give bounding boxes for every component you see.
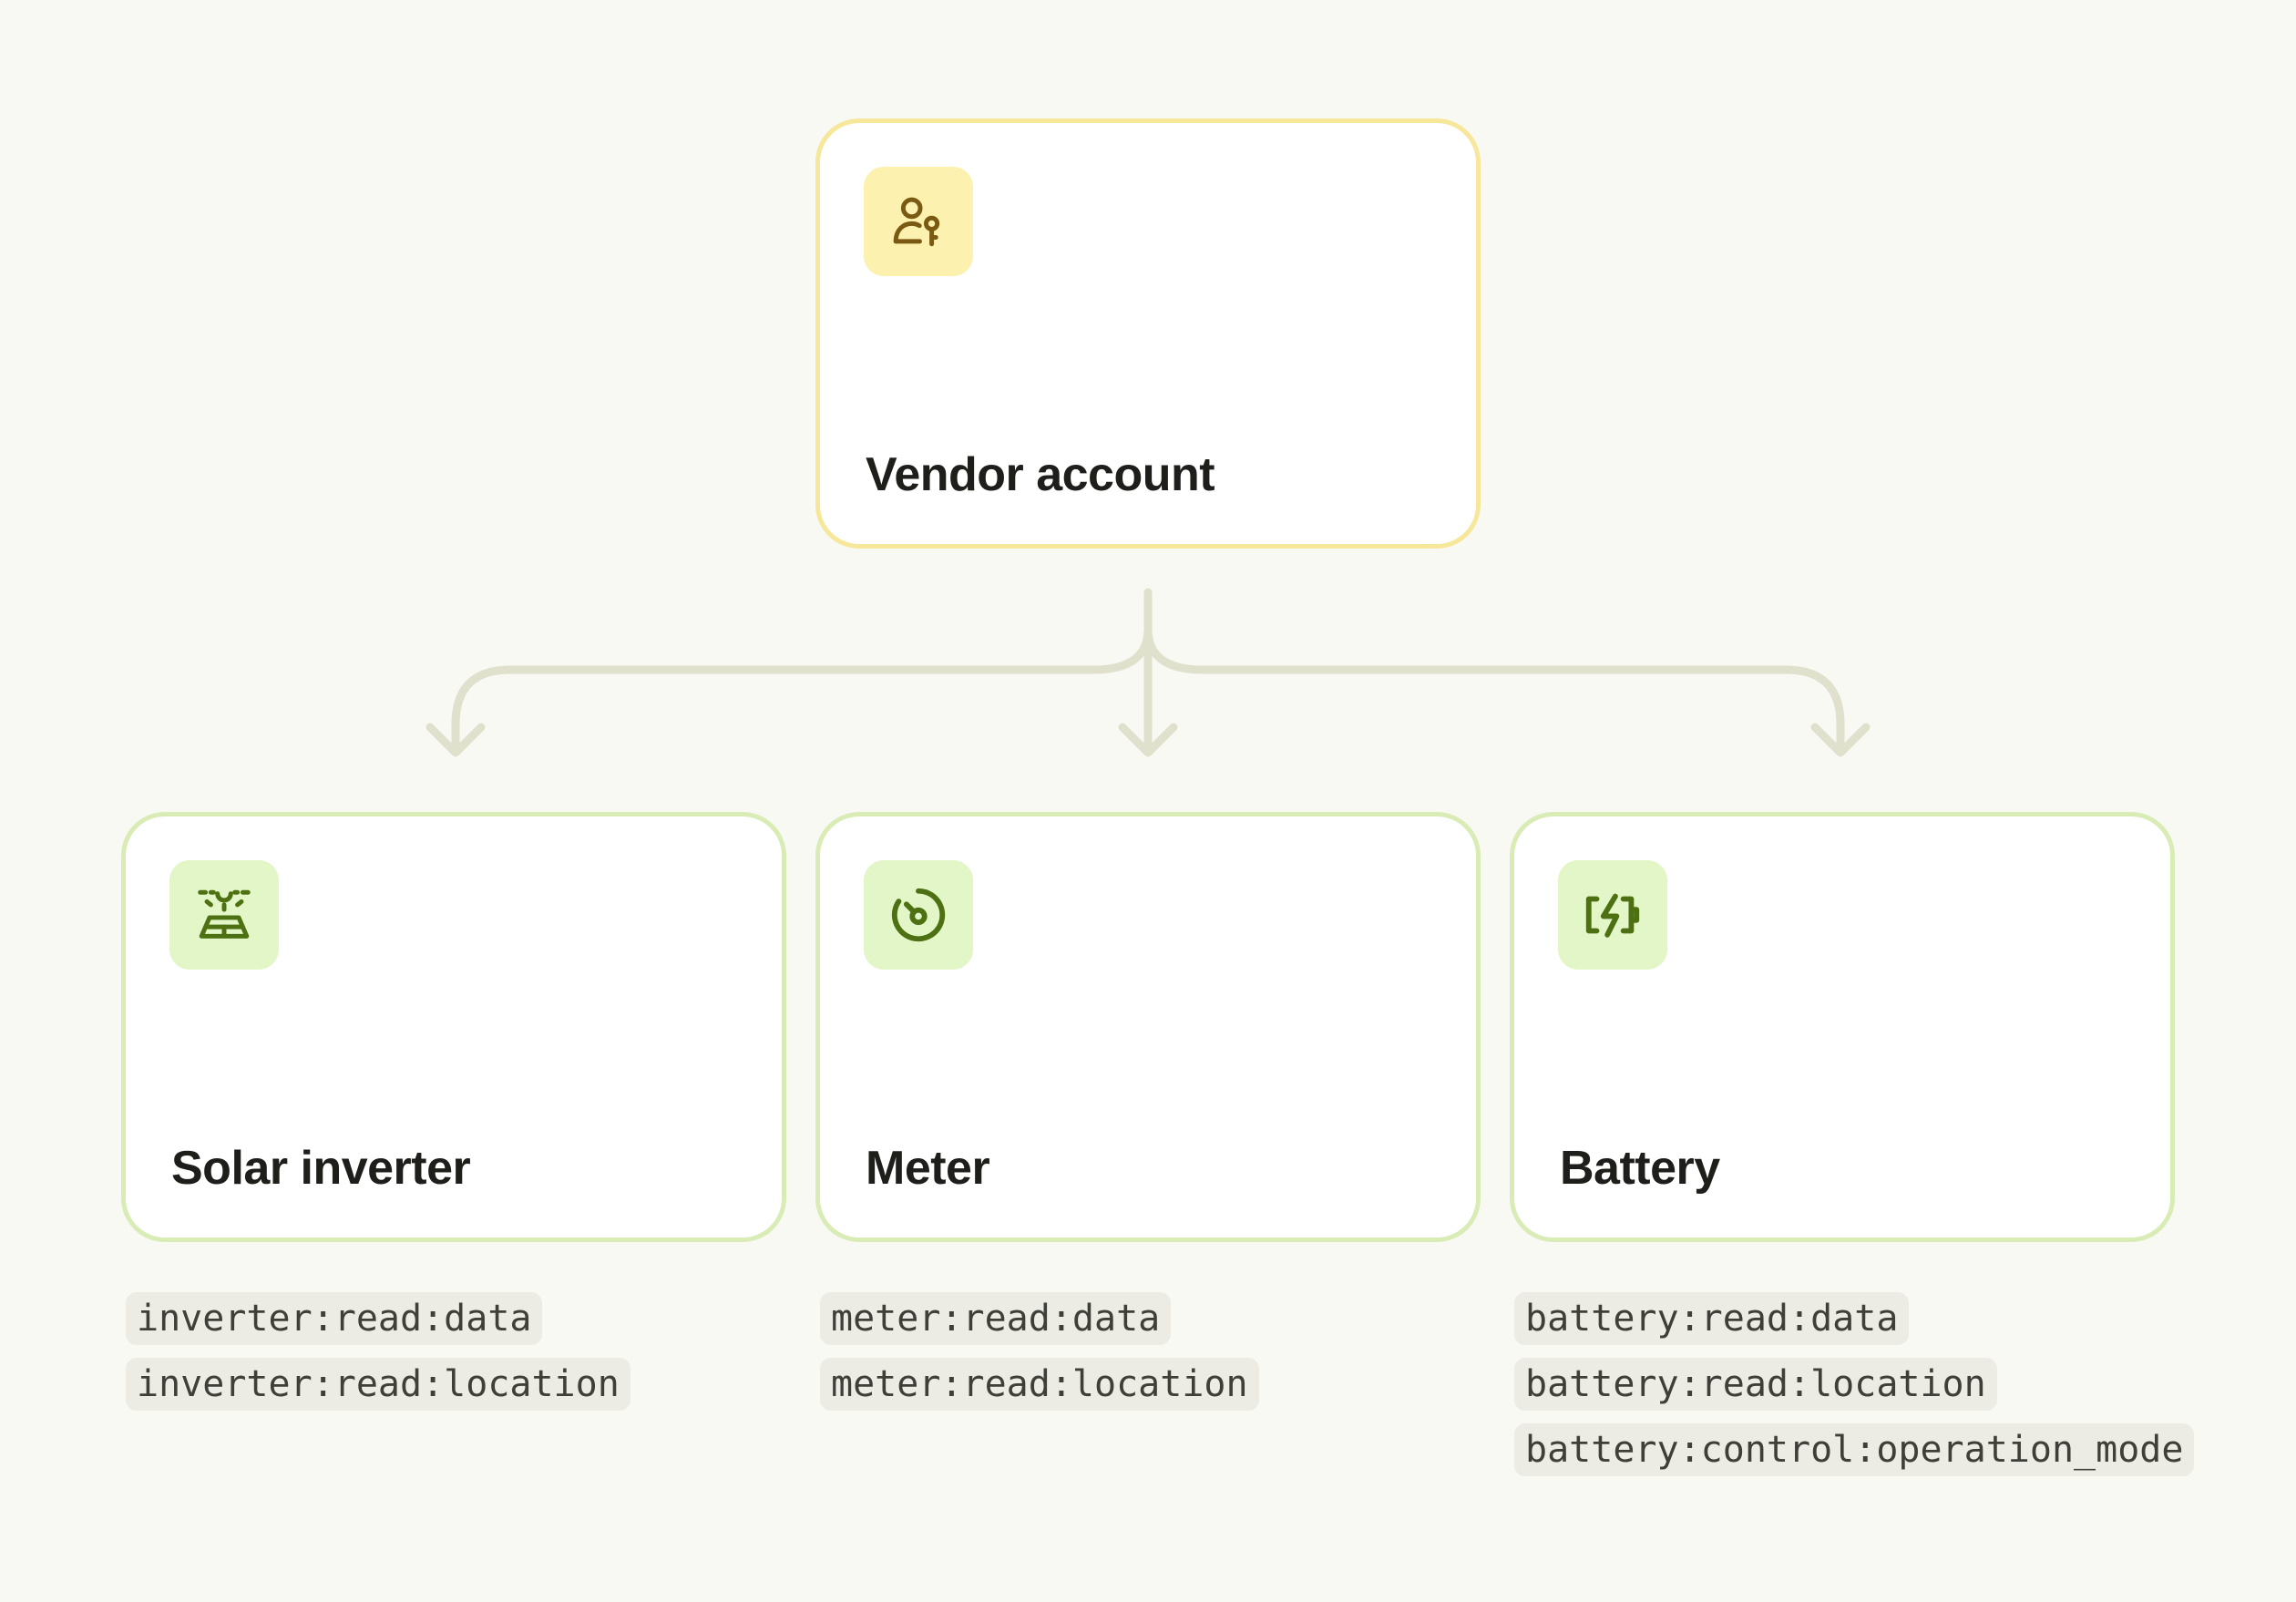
meter-label: Meter	[866, 1142, 990, 1195]
arrowhead-left	[425, 723, 486, 757]
arrowhead-right	[1810, 723, 1871, 757]
battery-icon-tile	[1558, 860, 1667, 970]
solar-inverter-icon-tile	[169, 860, 279, 970]
arrowhead-center	[1118, 723, 1178, 757]
battery-label: Battery	[1560, 1142, 1720, 1195]
user-key-icon	[893, 197, 940, 247]
vendor-account-card: Vendor account	[815, 118, 1481, 549]
battery-scopes: battery:read:data battery:read:location …	[1514, 1292, 2195, 1476]
solar-inverter-scopes: inverter:read:data inverter:read:locatio…	[126, 1292, 630, 1411]
scope-chip: battery:read:data	[1514, 1292, 1910, 1345]
scope-chip: battery:read:location	[1514, 1358, 1997, 1411]
battery-charging-icon	[1585, 893, 1640, 938]
solar-panel-icon	[198, 889, 251, 939]
vendor-account-label: Vendor account	[866, 448, 1215, 501]
scope-chip: meter:read:data	[820, 1292, 1172, 1345]
meter-scopes: meter:read:data meter:read:location	[820, 1292, 1259, 1411]
scope-chip: inverter:read:data	[126, 1292, 543, 1345]
connector-left	[451, 624, 1153, 756]
meter-card: Meter	[815, 812, 1481, 1242]
scope-chip: meter:read:location	[820, 1358, 1259, 1411]
scope-chip: inverter:read:location	[126, 1358, 630, 1411]
meter-icon-tile	[864, 860, 973, 970]
connector-right	[1143, 624, 1845, 756]
meter-dial-icon	[891, 888, 946, 942]
vendor-account-icon-tile	[864, 167, 973, 276]
scope-chip: battery:control:operation_mode	[1514, 1423, 2195, 1476]
battery-card: Battery	[1510, 812, 2175, 1242]
solar-inverter-label: Solar inverter	[171, 1142, 471, 1195]
solar-inverter-card: Solar inverter	[121, 812, 786, 1242]
